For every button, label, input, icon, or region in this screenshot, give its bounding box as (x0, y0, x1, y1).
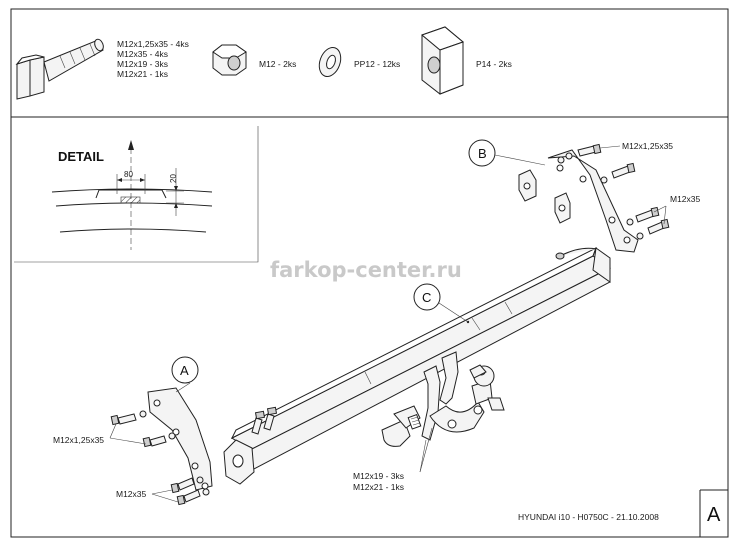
mount-b-callout: B (468, 139, 546, 167)
sheet-letter: A (707, 504, 721, 526)
plate-label: P14 - 2ks (476, 59, 512, 69)
detail-title: DETAIL (58, 149, 104, 164)
ball-bolt-label-1: M12x19 - 3ks (353, 471, 404, 481)
bolt-a1 (110, 410, 147, 426)
drawing-frame (10, 116, 729, 538)
ball-bolt-label-2: M12x21 - 1ks (353, 482, 404, 492)
detail-dim-height: 20 (169, 174, 178, 183)
bolt-b2 (600, 162, 636, 184)
bolt-illustration (15, 38, 104, 100)
b-bolt-top-label: M12x1,25x35 (622, 141, 673, 151)
mount-b-letter: B (478, 146, 487, 161)
mount-c-callout: C (413, 283, 469, 323)
drawing-reference: HYUNDAI i10 - H0750C - 21.10.2008 (518, 512, 659, 522)
title-block: HYUNDAI i10 - H0750C - 21.10.2008 A (518, 489, 728, 537)
b-bolt-side-label: M12x35 (670, 194, 701, 204)
bolt-b3 (626, 206, 660, 226)
detail-dim-width: 80 (124, 170, 133, 179)
nut-label: M12 - 2ks (259, 59, 296, 69)
mount-a-bolts: M12x1,25x35 M12x35 (53, 406, 278, 506)
mount-a-letter: A (180, 363, 189, 378)
mount-b-bolts: M12x1,25x35 M12x35 (557, 141, 701, 240)
mount-c-letter: C (422, 290, 431, 305)
bolt-a4 (176, 488, 210, 506)
right-mount-bracket (518, 149, 639, 253)
a-top-bolts (251, 406, 278, 435)
plate-illustration (421, 26, 464, 95)
mount-a-callout: A (171, 356, 199, 393)
washer-label: PP12 - 12ks (354, 59, 400, 69)
bolt-b1 (557, 143, 602, 164)
bolt-spec-1: M12x1,25x35 - 4ks (117, 39, 189, 49)
bolt-a3 (170, 476, 204, 494)
ball-mount (381, 351, 505, 447)
bolt-spec-list: M12x1,25x35 - 4ks M12x35 - 4ks M12x19 - … (117, 39, 189, 79)
a-bolt-top-label: M12x1,25x35 (53, 435, 104, 445)
washer-illustration (318, 46, 342, 78)
nut-illustration (212, 44, 247, 76)
watermark: farkop-center.ru (270, 258, 462, 282)
a-bolt-bottom-label: M12x35 (116, 489, 147, 499)
bolt-spec-2: M12x35 - 4ks (117, 49, 168, 59)
left-end-bracket (147, 387, 255, 491)
detail-view: DETAIL 80 20 (14, 126, 259, 263)
bolt-b4 (636, 218, 670, 240)
bolt-spec-3: M12x19 - 3ks (117, 59, 168, 69)
ball-bolt-callout: M12x19 - 3ks M12x21 - 1ks (353, 427, 433, 492)
bolt-spec-4: M12x21 - 1ks (117, 69, 168, 79)
bolt-a2 (142, 432, 176, 448)
